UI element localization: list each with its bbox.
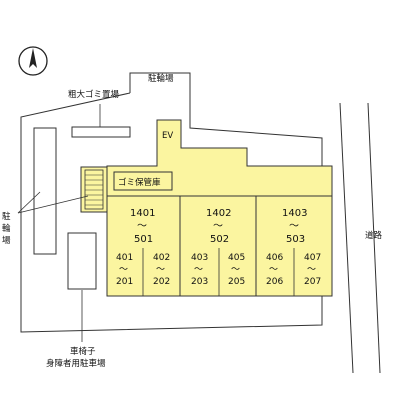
- unit-large-2: 1402 〜 502: [206, 208, 231, 245]
- unit-tilde: 〜: [156, 265, 165, 275]
- unit-number-top: 1402: [206, 208, 231, 219]
- wheelchair-parking-label-1: 車椅子: [70, 346, 96, 357]
- garbage-storage-label: ゴミ保管庫: [118, 177, 161, 188]
- unit-number-bottom: 205: [228, 277, 245, 287]
- unit-small-5: 406 〜 206: [266, 253, 283, 287]
- road-edge-left: [339, 102, 354, 374]
- unit-small-1: 401 〜 201: [116, 253, 133, 287]
- unit-number-top: 403: [191, 253, 208, 263]
- road-label: 道路: [365, 230, 383, 241]
- unit-tilde: 〜: [269, 265, 278, 275]
- leader-line: [17, 195, 89, 214]
- bulky-garbage-area: [71, 126, 131, 138]
- garbage-storage-room: [113, 171, 173, 191]
- unit-number-top: 405: [228, 253, 245, 263]
- bicycle-parking-area-left: [33, 127, 57, 255]
- unit-small-3: 403 〜 203: [191, 253, 208, 287]
- leader-line: [17, 191, 41, 214]
- unit-tilde: 〜: [137, 221, 147, 232]
- unit-number-bottom: 206: [266, 277, 283, 287]
- unit-number-bottom: 502: [210, 234, 229, 245]
- wheelchair-parking-area: [67, 232, 97, 290]
- unit-tilde: 〜: [194, 265, 203, 275]
- north-arrow-icon: [18, 46, 48, 76]
- bicycle-parking-left-label-2: 輪: [2, 223, 11, 234]
- unit-number-top: 407: [304, 253, 321, 263]
- unit-small-6: 407 〜 207: [304, 253, 321, 287]
- unit-number-bottom: 503: [286, 234, 305, 245]
- stairs-icon: [80, 166, 108, 213]
- unit-number-bottom: 202: [153, 277, 170, 287]
- bicycle-parking-left-label-1: 駐: [2, 211, 11, 222]
- bicycle-parking-top-label: 駐輪場: [148, 73, 174, 84]
- unit-number-top: 401: [116, 253, 133, 263]
- unit-number-top: 402: [153, 253, 170, 263]
- unit-tilde: 〜: [307, 265, 316, 275]
- wheelchair-parking-label-2: 身障者用駐車場: [46, 358, 106, 369]
- unit-tilde: 〜: [119, 265, 128, 275]
- unit-tilde: 〜: [213, 221, 223, 232]
- elevator-label: EV: [162, 131, 173, 141]
- bulky-garbage-label: 粗大ゴミ置場: [68, 89, 120, 100]
- unit-number-top: 406: [266, 253, 283, 263]
- building: [106, 119, 333, 297]
- unit-small-2: 402 〜 202: [153, 253, 170, 287]
- unit-small-4: 405 〜 205: [228, 253, 245, 287]
- unit-large-1: 1401 〜 501: [130, 208, 155, 245]
- road-edge-right: [367, 102, 381, 374]
- unit-number-top: 1403: [282, 208, 307, 219]
- unit-number-bottom: 203: [191, 277, 208, 287]
- unit-number-bottom: 201: [116, 277, 133, 287]
- unit-number-bottom: 207: [304, 277, 321, 287]
- site-boundary: [20, 72, 323, 333]
- bicycle-parking-left-label-3: 場: [2, 235, 11, 246]
- unit-tilde: 〜: [289, 221, 299, 232]
- unit-large-3: 1403 〜 503: [282, 208, 307, 245]
- unit-number-top: 1401: [130, 208, 155, 219]
- unit-tilde: 〜: [231, 265, 240, 275]
- unit-number-bottom: 501: [134, 234, 153, 245]
